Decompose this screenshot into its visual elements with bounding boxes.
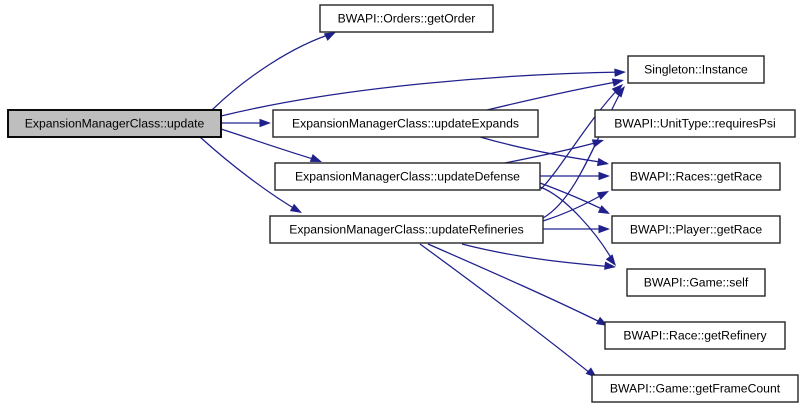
node-box-player-get-race[interactable] — [611, 215, 781, 244]
edge-update-to-singleton-instance — [220, 71, 625, 117]
arrowhead-update-defense-to-game-self — [605, 254, 616, 266]
node-box-get-refinery[interactable] — [604, 321, 786, 350]
node-label-game-self: BWAPI::Game::self — [644, 276, 749, 290]
arrowhead-update-refineries-to-player-get-race — [598, 224, 610, 234]
node-label-player-get-race: BWAPI::Player::getRace — [630, 223, 763, 237]
node-update-defense[interactable]: ExpansionManagerClass::updateDefense — [274, 162, 541, 191]
node-get-frame-count[interactable]: BWAPI::Game::getFrameCount — [591, 374, 799, 403]
node-singleton-instance[interactable]: Singleton::Instance — [627, 55, 765, 84]
node-box-singleton-instance[interactable] — [627, 55, 765, 84]
node-update-refineries[interactable]: ExpansionManagerClass::updateRefineries — [269, 215, 544, 244]
node-races-get-race[interactable]: BWAPI::Races::getRace — [611, 162, 781, 191]
edge-update-defense-to-game-self — [539, 186, 615, 264]
edge-update-to-get-order — [211, 32, 335, 111]
arrowhead-update-to-update-expands — [259, 118, 271, 128]
edge-update-defense-to-singleton-instance — [540, 85, 622, 190]
node-box-game-self[interactable] — [626, 268, 766, 297]
node-player-get-race[interactable]: BWAPI::Player::getRace — [611, 215, 781, 244]
node-box-update-expands[interactable] — [272, 109, 539, 138]
edge-update-refineries-to-get-refinery — [427, 243, 607, 326]
arrowhead-update-to-update-refineries — [289, 203, 302, 213]
node-label-update-refineries: ExpansionManagerClass::updateRefineries — [289, 223, 523, 237]
node-update: ExpansionManagerClass::update — [7, 109, 222, 138]
node-game-self[interactable]: BWAPI::Game::self — [626, 268, 766, 297]
node-box-update-refineries[interactable] — [269, 215, 544, 244]
arrowhead-update-refineries-to-singleton-instance — [614, 86, 625, 98]
arrowhead-update-defense-to-player-get-race — [597, 205, 610, 214]
node-label-requires-psi: BWAPI::UnitType::requiresPsi — [614, 117, 775, 131]
node-box-races-get-race[interactable] — [611, 162, 781, 191]
node-get-refinery[interactable]: BWAPI::Race::getRefinery — [604, 321, 786, 350]
node-get-order[interactable]: BWAPI::Orders::getOrder — [319, 4, 494, 33]
node-box-get-order[interactable] — [319, 4, 494, 33]
arrowhead-update-expands-to-races-get-race — [596, 157, 609, 167]
node-label-update: ExpansionManagerClass::update — [25, 117, 205, 131]
node-label-get-refinery: BWAPI::Race::getRefinery — [623, 329, 767, 343]
arrowhead-update-to-update-defense — [309, 154, 322, 162]
node-box-requires-psi[interactable] — [594, 109, 796, 138]
edge-update-to-update-defense — [220, 128, 321, 162]
edge-update-expands-to-singleton-instance — [486, 80, 623, 111]
edge-update-expands-to-races-get-race — [479, 136, 608, 164]
arrowhead-update-to-get-order — [323, 32, 336, 41]
edge-update-refineries-to-game-self — [461, 243, 615, 268]
node-label-races-get-race: BWAPI::Races::getRace — [630, 170, 763, 184]
node-box-get-frame-count[interactable] — [591, 374, 799, 403]
node-label-singleton-instance: Singleton::Instance — [644, 63, 748, 77]
node-box-update — [7, 109, 222, 138]
arrowhead-update-to-singleton-instance — [614, 68, 626, 77]
edge-update-refineries-to-singleton-instance — [542, 87, 624, 219]
edge-update-refineries-to-get-frame-count — [419, 243, 596, 378]
node-label-update-defense: ExpansionManagerClass::updateDefense — [295, 170, 520, 184]
arrowhead-update-defense-to-singleton-instance — [611, 84, 623, 95]
node-label-get-frame-count: BWAPI::Game::getFrameCount — [610, 382, 781, 396]
arrowhead-update-expands-to-singleton-instance — [611, 78, 624, 87]
node-label-update-expands: ExpansionManagerClass::updateExpands — [292, 117, 519, 131]
arrowhead-update-refineries-to-races-get-race — [596, 191, 609, 200]
edge-update-to-update-refineries — [199, 136, 301, 213]
node-requires-psi[interactable]: BWAPI::UnitType::requiresPsi — [594, 109, 796, 138]
node-update-expands[interactable]: ExpansionManagerClass::updateExpands — [272, 109, 539, 138]
node-box-update-defense[interactable] — [274, 162, 541, 191]
node-label-get-order: BWAPI::Orders::getOrder — [338, 12, 476, 26]
arrowhead-update-defense-to-requires-psi — [591, 139, 604, 148]
arrowhead-update-refineries-to-game-self — [604, 261, 616, 270]
arrowhead-update-defense-to-races-get-race — [598, 171, 610, 181]
